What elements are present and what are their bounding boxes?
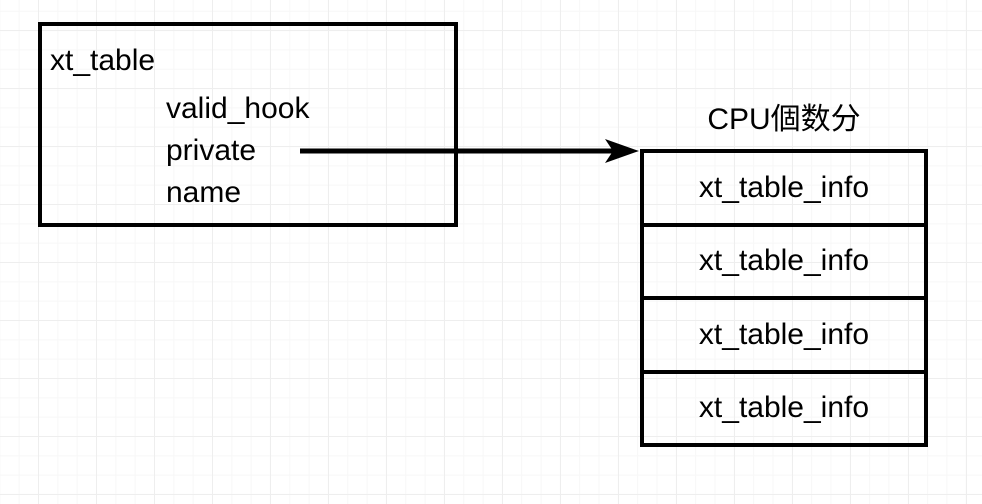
struct-field-list: valid_hook private name — [166, 88, 309, 214]
struct-field-private: private — [166, 134, 257, 167]
table-row: xt_table_info — [698, 391, 870, 425]
xt-table-info-stack: xt_table_info xt_table_info xt_table_inf… — [640, 149, 928, 447]
arrow-head-icon — [605, 139, 639, 163]
table-row: xt_table_info — [644, 227, 924, 300]
struct-field-name: name — [166, 176, 242, 209]
table-row: xt_table_info — [644, 153, 924, 227]
table-row: xt_table_info — [644, 300, 924, 374]
cpu-count-caption: CPU個数分 — [707, 103, 861, 136]
struct-title: xt_table — [50, 44, 156, 77]
struct-field-valid-hook: valid_hook — [166, 92, 310, 125]
xt-table-struct-box: xt_table valid_hook private name — [38, 22, 458, 227]
private-to-table-info-arrow — [300, 139, 639, 163]
